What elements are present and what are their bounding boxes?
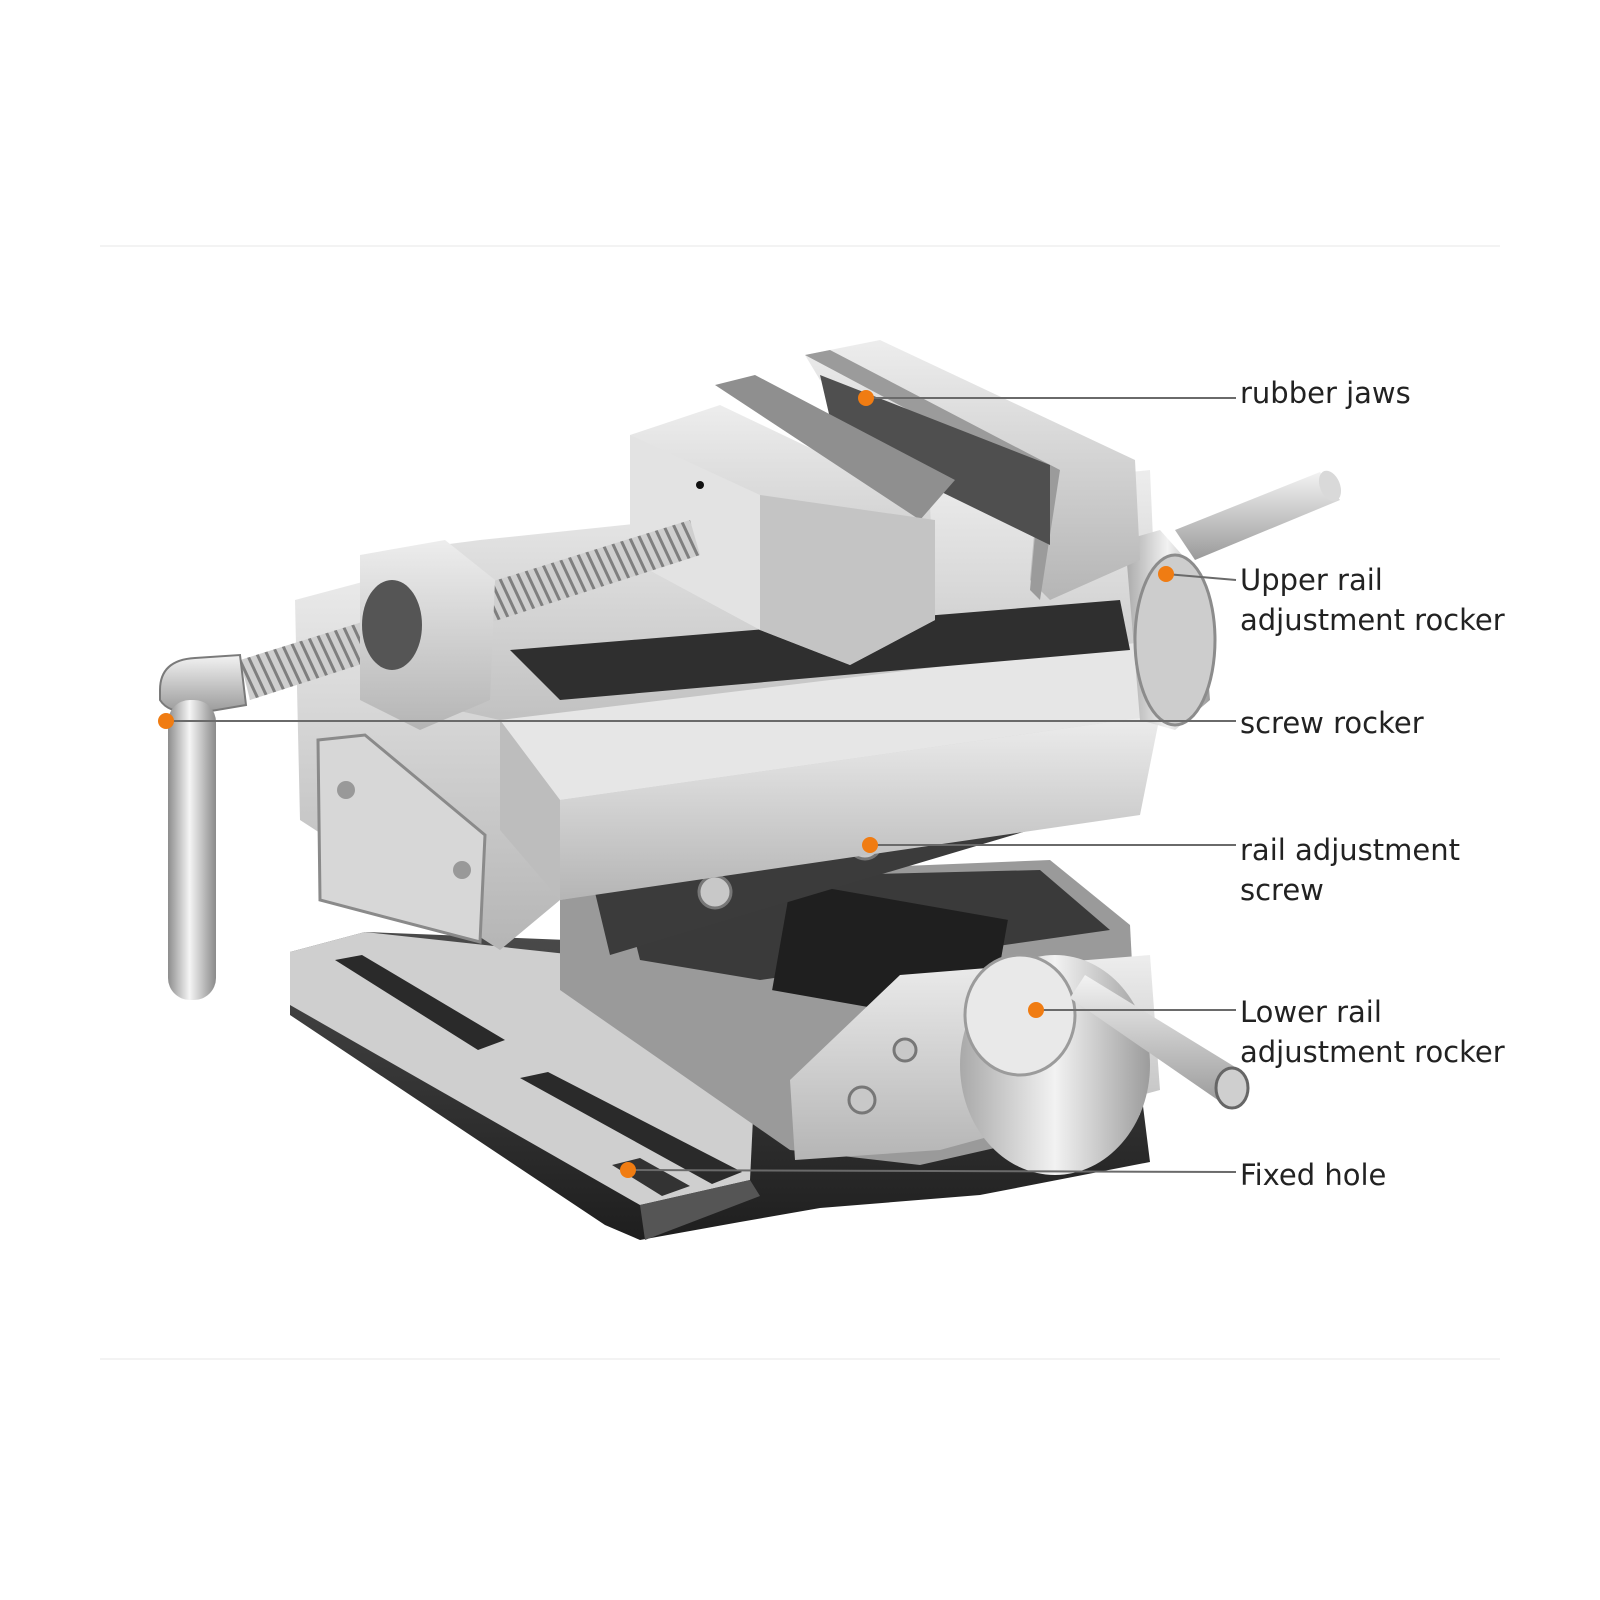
leader-line-upper-rail-rocker (1165, 573, 1237, 581)
marker-screw-rocker (158, 713, 174, 729)
upper-rail-rocker-rod (1175, 470, 1342, 560)
label-screw-rocker: screw rocker (1240, 706, 1424, 740)
label-rubber-jaws: rubber jaws (1240, 376, 1411, 410)
callout-markers (158, 390, 1174, 1178)
leader-lines (166, 397, 1237, 1173)
label-upper-rail-adjustment-rocker: Upper rail adjustment rocker (1240, 563, 1505, 637)
moving-jaw (630, 375, 955, 665)
top-frame-line (100, 245, 1500, 247)
marker-rubber-jaws (858, 390, 874, 406)
fixed-hole-slot-lower (520, 1072, 742, 1184)
label-fixed-hole: Fixed hole (1240, 1158, 1387, 1192)
lead-screw (240, 520, 700, 730)
marker-lower-rail-rocker (1028, 1002, 1044, 1018)
label-rail-adjustment-screw: rail adjustment screw (1240, 833, 1460, 907)
label-lower-rail-adjustment-rocker: Lower rail adjustment rocker (1240, 995, 1505, 1069)
leader-line-fixed-hole (627, 1169, 1237, 1173)
screw-rocker-handle (159, 653, 248, 1000)
bottom-frame-line (100, 1358, 1500, 1360)
fixed-jaw (805, 340, 1140, 600)
marker-upper-rail-rocker (1158, 566, 1174, 582)
marker-fixed-hole (620, 1162, 636, 1178)
vise-body (365, 470, 1217, 900)
marker-rail-adjustment-screw (862, 837, 878, 853)
fixed-hole-slot-upper (335, 955, 505, 1050)
